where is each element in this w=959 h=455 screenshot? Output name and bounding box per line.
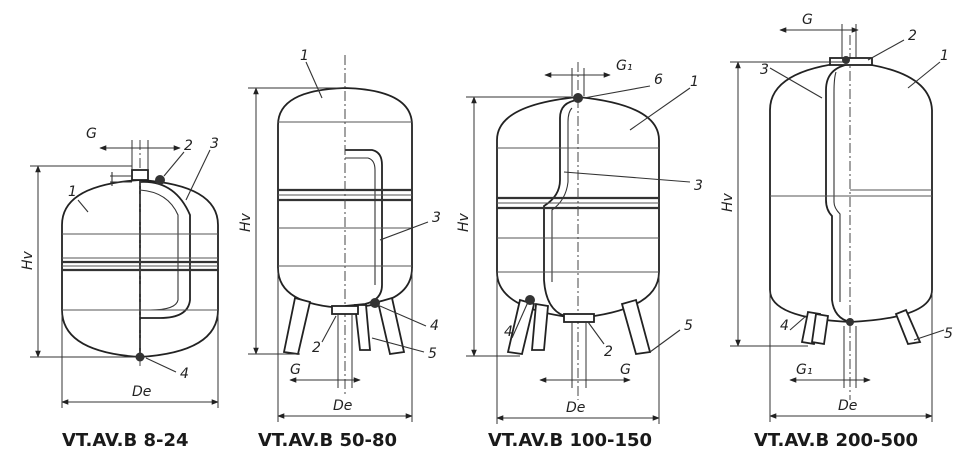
label-de: De (566, 400, 585, 416)
membrane-4 (825, 63, 851, 323)
label-g1: G₁ (616, 58, 632, 74)
label-1: 1 (690, 74, 699, 90)
label-de: De (838, 398, 857, 414)
label-4: 4 (504, 324, 513, 340)
diagram-vt-av-b-50-80: 1 3 4 5 2 G Hv De VT.AV.B 50-80 (238, 48, 441, 451)
label-4: 4 (430, 318, 439, 334)
label-de: De (132, 384, 151, 400)
label-3: 3 (760, 62, 769, 78)
diagram-vt-av-b-100-150: G₁ 6 1 3 4 2 5 G Hv De VT.AV.B 100-150 (456, 58, 703, 451)
label-2: 2 (908, 28, 917, 44)
label-g: G (802, 12, 813, 28)
label-hv: Hv (20, 250, 36, 270)
caption: VT.AV.B 8-24 (62, 430, 189, 451)
valve-2-marker (155, 175, 165, 185)
diagram-vt-av-b-8-24: G 2 3 1 4 Hv De VT.AV.B 8-24 (20, 126, 219, 451)
label-6: 6 (654, 72, 663, 88)
label-4: 4 (180, 366, 189, 382)
caption: VT.AV.B 50-80 (258, 430, 397, 451)
label-1: 1 (940, 48, 949, 64)
label-g: G (290, 362, 301, 378)
caption: VT.AV.B 100-150 (488, 430, 652, 451)
label-g1: G₁ (796, 362, 812, 378)
tank-body-4 (769, 61, 933, 323)
label-2: 2 (184, 138, 193, 154)
label-3: 3 (694, 178, 703, 194)
label-5: 5 (428, 346, 437, 362)
label-1: 1 (68, 184, 77, 200)
label-1: 1 (300, 48, 309, 64)
label-4: 4 (780, 318, 789, 334)
caption: VT.AV.B 200-500 (754, 430, 918, 451)
label-de: De (333, 398, 352, 414)
label-5: 5 (944, 326, 953, 342)
label-3: 3 (210, 136, 219, 152)
label-2: 2 (312, 340, 321, 356)
label-5: 5 (684, 318, 693, 334)
label-g: G (86, 126, 97, 142)
membrane-3 (543, 99, 579, 317)
label-hv: Hv (720, 192, 736, 212)
label-hv: Hv (238, 212, 254, 232)
diagram-vt-av-b-200-500: G 2 1 3 4 5 G₁ Hv De VT.AV.B 200-500 (720, 12, 953, 451)
label-3: 3 (432, 210, 441, 226)
label-hv: Hv (456, 212, 472, 232)
label-g: G (620, 362, 631, 378)
label-2: 2 (604, 344, 613, 360)
